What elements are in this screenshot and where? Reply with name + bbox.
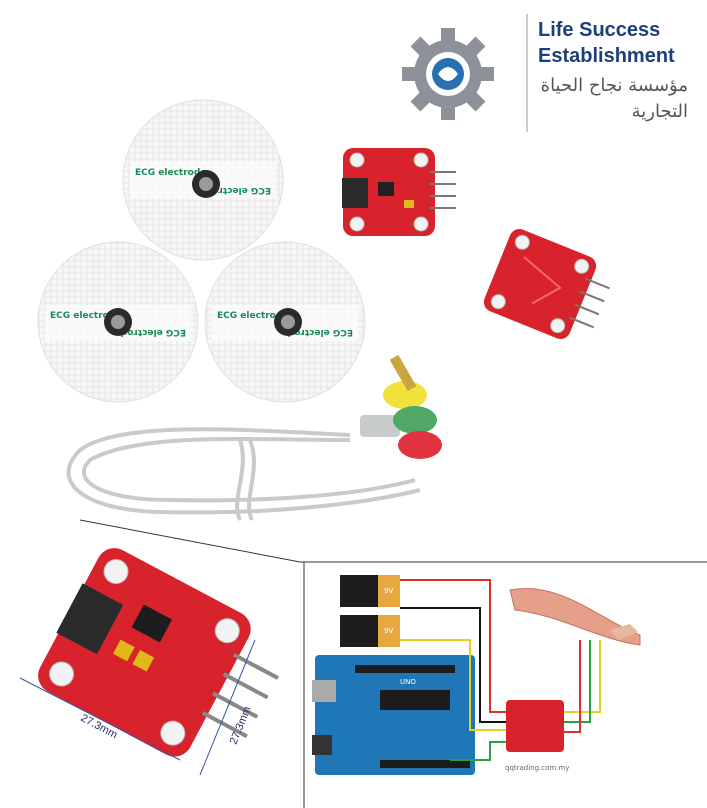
sensor-module-front [342, 148, 456, 236]
logo-title-line2: Establishment [538, 45, 675, 67]
ecg-electrode: ECG electrode ECG electrode [122, 99, 284, 261]
logo-arabic-line2: التجارية [631, 101, 688, 122]
watermark: qqtrading.com.my [505, 764, 569, 772]
sensor-module-large [38, 548, 279, 757]
electrode-label: ECG electrode [50, 311, 121, 321]
electrode-label: ECG electrode [282, 327, 353, 337]
electrode-label: ECG electrode [217, 311, 288, 321]
logo-arabic-line1: مؤسسة نجاح الحياة [540, 75, 688, 96]
gear-icon [402, 28, 494, 120]
divider-line [79, 519, 301, 563]
sensor-module-back [483, 228, 610, 340]
battery-label: 9V [384, 627, 393, 635]
electrode-label: ECG electrode [115, 327, 186, 337]
electrode-cable [66, 427, 421, 521]
ecg-electrode: ECG electrode ECG electrode [37, 241, 199, 403]
dimension-arrow [19, 677, 181, 761]
logo-title-line1: Life Success [538, 19, 661, 41]
height-dimension: 27.3mm [228, 705, 254, 746]
dimension-arrow [199, 639, 256, 776]
company-logo: Life Success Establishment مؤسسة نجاح ال… [398, 14, 698, 134]
battery-label: 9V [384, 587, 393, 595]
snap-connectors [360, 354, 442, 459]
board-label: UNO [400, 678, 416, 686]
electrode-label: ECG electrode [200, 185, 271, 195]
wiring-diagram: 9V 9V UNO qqtrading.com.my [312, 575, 641, 775]
electrode-label: ECG electrode [135, 168, 206, 178]
logo-divider [526, 14, 528, 132]
ecg-electrode: ECG electrode ECG electrode [204, 241, 366, 403]
